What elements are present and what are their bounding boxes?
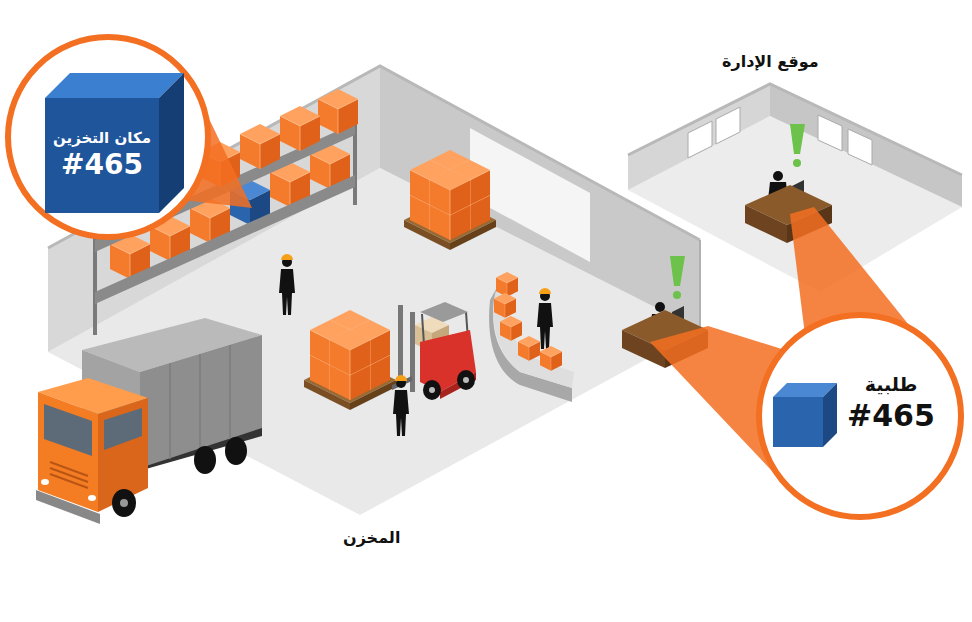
forklift	[423, 380, 441, 400]
worker-figure	[279, 254, 295, 315]
forklift	[429, 387, 435, 393]
warehouse-building	[699, 240, 701, 330]
box-side-face	[823, 383, 837, 447]
delivery-truck	[225, 437, 247, 465]
pallet-stack	[404, 150, 496, 250]
management-room	[628, 84, 962, 175]
order-callout: طلبية#465	[755, 311, 965, 521]
area-label: موقع الإدارة	[722, 52, 819, 72]
office-desk	[673, 291, 681, 299]
packing-counter	[500, 316, 522, 341]
packing-counter	[493, 282, 574, 388]
text-block: طلبية#465	[841, 373, 941, 434]
delivery-truck	[38, 392, 98, 512]
box-front-face	[45, 98, 159, 213]
order-title: طلبية	[841, 373, 941, 397]
callout-circle	[759, 315, 961, 517]
delivery-truck	[44, 404, 92, 456]
worker-figure	[393, 375, 409, 436]
office-desk	[790, 124, 805, 154]
delivery-truck	[50, 462, 88, 488]
pallet-stack	[430, 170, 470, 215]
packing-counter	[537, 288, 553, 349]
forklift	[463, 377, 469, 383]
delivery-truck	[36, 490, 100, 524]
pallet-stack	[304, 310, 396, 410]
delivery-truck	[88, 495, 96, 501]
delivery-truck	[112, 489, 136, 517]
management-room	[628, 84, 962, 292]
office-desk	[745, 205, 787, 243]
storage-shelf	[280, 106, 320, 151]
box-front-face	[773, 397, 823, 447]
delivery-truck	[104, 408, 142, 450]
pallet-stack	[330, 330, 370, 375]
delivery-truck	[170, 345, 230, 459]
packing-counter	[494, 293, 516, 318]
storage-shelf	[318, 89, 358, 134]
packing-counter	[489, 272, 574, 402]
packing-counter	[496, 272, 518, 297]
warehouse-building	[380, 66, 700, 330]
office-desk	[670, 256, 685, 286]
warehouse-building	[48, 66, 700, 515]
order-number: #465	[841, 397, 941, 435]
forklift	[398, 305, 403, 387]
callout-circle	[8, 37, 208, 237]
location-number: #465	[61, 147, 143, 182]
storage-location-box: مكان التخزين#465	[45, 73, 184, 213]
forklift	[420, 302, 468, 322]
delivery-truck	[36, 318, 262, 524]
box-side-face	[159, 73, 184, 213]
office-desk	[773, 171, 783, 181]
location-title: مكان التخزين	[53, 129, 151, 148]
management-room	[848, 129, 872, 165]
management-room	[628, 84, 770, 190]
office-desk	[793, 159, 801, 167]
forklift	[457, 370, 475, 390]
area-label: المخزن	[343, 528, 400, 548]
callout-beam	[183, 100, 925, 490]
management-room	[688, 121, 712, 158]
management-room	[716, 107, 740, 144]
office-desk	[655, 302, 665, 312]
blue-box	[773, 383, 837, 447]
management-room	[770, 84, 962, 207]
management-room	[818, 115, 842, 151]
packing-counter	[518, 336, 540, 361]
delivery-truck	[194, 446, 216, 474]
delivery-truck	[120, 499, 128, 507]
delivery-truck	[41, 479, 49, 485]
text-block: مكان التخزين#465	[45, 98, 159, 213]
packing-counter	[540, 346, 562, 371]
forklift	[422, 314, 424, 345]
storage-shelf	[240, 124, 280, 169]
